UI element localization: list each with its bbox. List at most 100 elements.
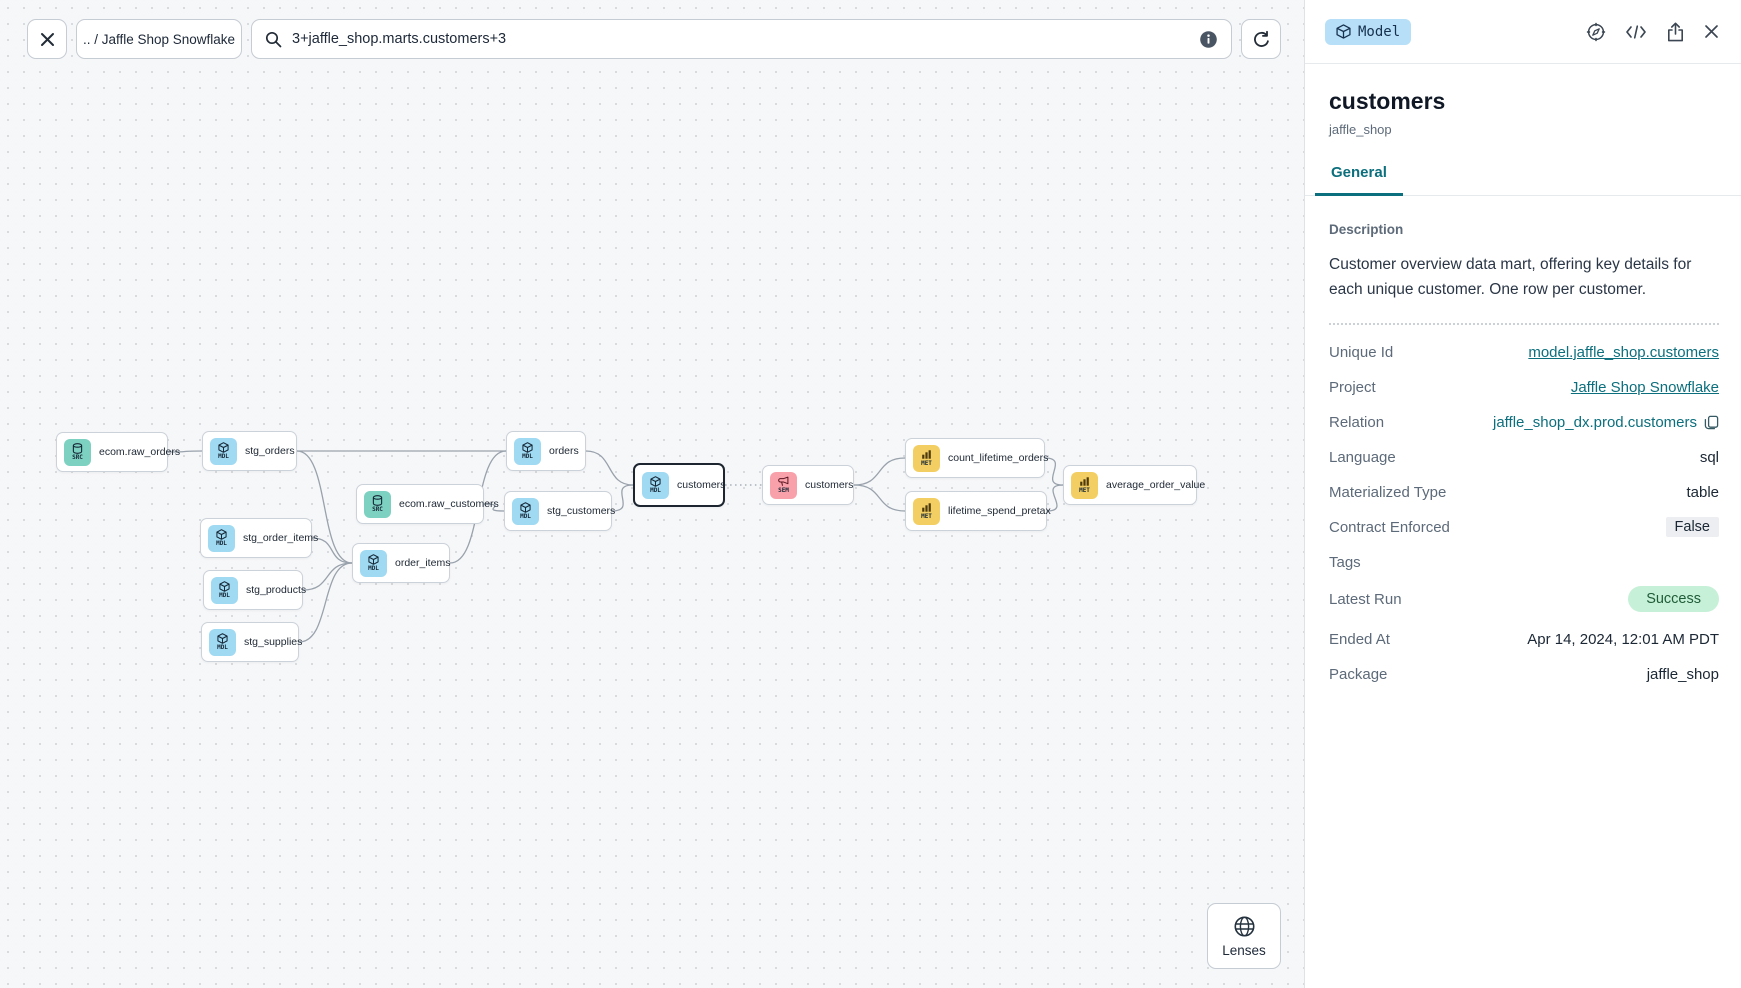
edges-layer [167,450,1064,643]
tab-general[interactable]: General [1315,164,1403,196]
field-row-latest-run: Latest Run Success [1329,586,1719,613]
node-label: stg_products [246,584,307,596]
cube-icon: MDL [209,628,236,656]
node-type-label: MDL [218,453,229,460]
field-label-contract-enforced: Contract Enforced [1329,518,1450,536]
cube-icon: MDL [512,497,539,525]
edge-customers_sem-to-lifetime_spend_pretax [853,484,906,512]
node-type-label: MDL [219,592,230,599]
node-type-label: SRC [372,506,383,513]
lineage-search-bar [251,19,1232,59]
panel-title-block: customers jaffle_shop [1305,64,1741,137]
graph-node-stg_products[interactable]: MDL stg_products [203,570,307,610]
close-panel-button[interactable] [1704,24,1719,39]
node-label: stg_orders [245,445,295,457]
database-icon: SRC [364,490,391,518]
graph-node-count_lifetime_orders[interactable]: MET count_lifetime_orders [905,438,1049,478]
field-link-project[interactable]: Jaffle Shop Snowflake [1570,378,1719,396]
field-value-ended-at: Apr 14, 2024, 12:01 AM PDT [1527,630,1719,648]
close-icon [40,32,54,46]
compass-icon [1586,22,1606,41]
field-label-unique-id: Unique Id [1329,343,1394,361]
code-icon [1626,24,1646,39]
graph-node-customers_sem[interactable]: SEM customers [762,465,854,505]
cube-icon [1336,24,1351,39]
search-input[interactable] [292,31,1189,47]
panel-body: Description Customer overview data mart,… [1305,196,1741,685]
field-label-latest-run: Latest Run [1329,590,1402,608]
explore-lineage-button[interactable] [1586,22,1606,42]
lenses-button[interactable]: Lenses [1207,903,1281,969]
cube-icon: MDL [360,549,387,577]
details-panel: Model [1304,0,1741,988]
search-icon [265,31,282,47]
node-label: customers [805,479,854,491]
cube-icon: MDL [210,437,237,465]
field-label-materialized-type: Materialized Type [1329,483,1447,501]
node-type-label: SEM [778,487,789,494]
node-label: order_items [395,557,451,569]
field-link-unique-id[interactable]: model.jaffle_shop.customers [1528,343,1719,361]
node-type-label: MET [921,460,932,467]
node-type-label: MET [921,513,932,520]
globe-icon [1234,916,1254,936]
edge-stg_supplies-to-order_items [298,562,353,643]
node-type-label: MDL [522,453,533,460]
copy-icon[interactable] [1704,415,1719,430]
refresh-button[interactable] [1241,19,1281,59]
breadcrumb[interactable]: .. / Jaffle Shop Snowflake [76,19,242,59]
field-row-ended-at: Ended At Apr 14, 2024, 12:01 AM PDT [1329,628,1719,650]
bar-chart-icon: MET [913,497,940,525]
lenses-label: Lenses [1222,942,1266,958]
page-title: customers [1329,88,1446,114]
edge-ecom_raw_orders-to-stg_orders [167,450,203,453]
panel-tabbar: General [1305,164,1741,196]
status-badge: Success [1628,586,1719,613]
edge-stg_products-to-order_items [302,562,353,591]
share-button[interactable] [1666,22,1685,42]
field-label-project: Project [1329,378,1376,396]
cube-icon: MDL [642,471,669,499]
node-type-label: MDL [650,487,661,494]
view-code-button[interactable] [1625,23,1647,41]
refresh-icon [1253,30,1269,47]
panel-header-actions [1586,22,1719,42]
close-lineage-button[interactable] [27,19,67,59]
info-icon[interactable] [1199,30,1218,49]
edge-orders-to-customers [585,450,634,486]
field-value-language: sql [1699,448,1719,466]
node-type-label: MDL [217,644,228,651]
field-row-project: Project Jaffle Shop Snowflake [1329,376,1719,398]
field-value-package: jaffle_shop [1646,665,1719,683]
cube-icon: MDL [514,437,541,465]
field-chip-contract-enforced: False [1665,517,1719,538]
node-type-label: SRC [72,454,83,461]
node-label: average_order_value [1106,479,1206,491]
cube-icon: MDL [208,524,235,552]
node-label: count_lifetime_orders [948,452,1049,464]
bar-chart-icon: MET [913,444,940,472]
field-row-contract-enforced: Contract Enforced False [1329,516,1719,538]
field-label-tags: Tags [1329,553,1361,571]
edge-stg_customers-to-customers [611,484,634,512]
graph-node-stg_orders[interactable]: MDL stg_orders [202,431,297,471]
graph-node-order_items[interactable]: MDL order_items [352,543,450,583]
panel-header: Model [1305,0,1741,64]
edge-count_lifetime_orders-to-average_order_value [1044,457,1064,486]
edge-ecom_raw_customers-to-stg_customers [483,503,505,512]
field-label-ended-at: Ended At [1329,630,1390,648]
